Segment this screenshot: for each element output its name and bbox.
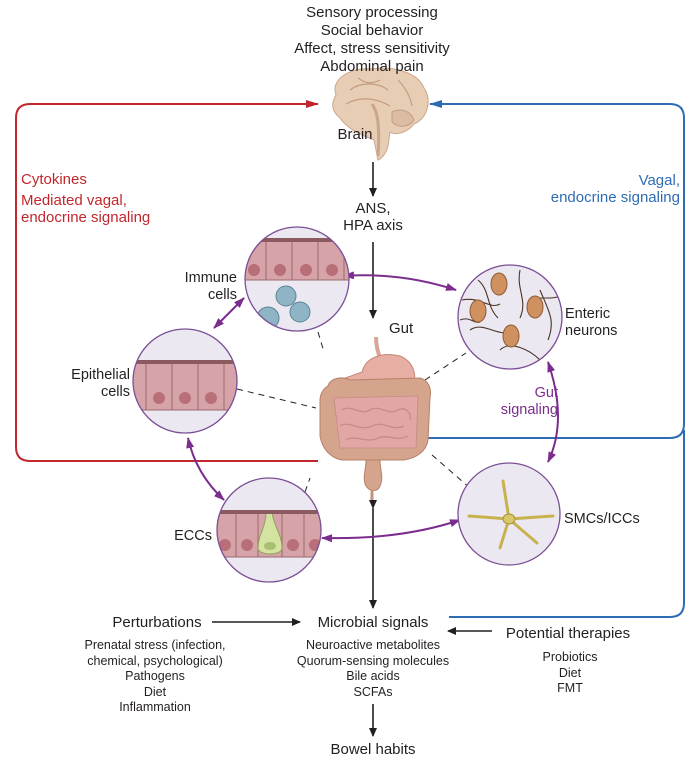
epithelial-ecc-arrow (186, 437, 225, 501)
enteric-neurons-label: Enteric neurons (565, 306, 618, 339)
perturbation-item: Prenatal stress (infection, (84, 638, 226, 652)
microbial-signal-item: Bile acids (346, 669, 400, 683)
ans-hpa-label: ANS, HPA axis (343, 200, 403, 234)
therapy-item: Probiotics (542, 650, 598, 664)
brain-label: Brain (337, 126, 373, 143)
mediated-vagal-label: Mediated vagal, endocrine signaling (21, 192, 151, 226)
microbial-signal-item: Neuroactive metabolites (305, 638, 441, 652)
perturbations-title: Perturbations (112, 614, 202, 631)
immune-cells-label: Immune cells (184, 270, 237, 303)
perturbation-item: chemical, psychological) (87, 653, 223, 668)
epithelial-cells-label: Epithelial cells (71, 367, 130, 400)
brain-function: Affect, stress sensitivity (294, 40, 450, 57)
gut-signaling-label: Gut signaling (500, 385, 558, 418)
bowel-habits-label: Bowel habits (330, 741, 416, 758)
vagal-endocrine-label: Vagal, endocrine signaling (550, 172, 680, 206)
perturbation-item: Pathogens (125, 669, 185, 683)
gut-label: Gut (389, 320, 414, 337)
cytokines-label: Cytokines (21, 171, 87, 188)
ecc-smc-arrow (321, 519, 461, 543)
perturbation-item: Diet (143, 684, 167, 699)
perturbation-item: Inflammation (119, 700, 191, 714)
dashed-connectors (236, 331, 471, 493)
microbial-signal-item: Quorum-sensing molecules (296, 653, 450, 668)
immune-cells-circle (244, 226, 350, 332)
therapies-list: Probiotics Diet FMT (543, 650, 598, 697)
immune-enteric-arrow (343, 271, 457, 291)
therapies-title: Potential therapies (505, 625, 631, 642)
purple-arrows (186, 271, 559, 543)
smcs-iccs-label: SMCs/ICCs (564, 511, 640, 527)
therapy-item: FMT (557, 681, 583, 695)
microbial-signal-item: SCFAs (353, 684, 393, 699)
microbial-signals-list: Neuroactive metabolites Quorum-sensing m… (297, 638, 449, 700)
blue-pathway-lower-line (449, 430, 685, 618)
microbial-signals-title: Microbial signals (317, 614, 429, 631)
red-pathway-line (15, 100, 319, 462)
epithelial-cells-circle (132, 328, 238, 434)
brain-functions: Sensory processing Social behavior Affec… (294, 4, 450, 76)
gut-illustration (319, 336, 431, 500)
enteric-neurons-circle (457, 264, 563, 370)
brain-function: Sensory processing (306, 4, 438, 21)
immune-epithelial-arrow (213, 297, 245, 329)
brain-function: Abdominal pain (320, 58, 424, 75)
brain-illustration (332, 67, 429, 161)
therapy-item: Diet (558, 665, 582, 680)
brain-function: Social behavior (320, 22, 424, 39)
perturbations-list: Prenatal stress (infection, chemical, ps… (84, 638, 225, 716)
smcs-iccs-circle (457, 462, 561, 566)
eccs-label: ECCs (174, 528, 212, 544)
enteric-smc-arrow (547, 361, 559, 463)
eccs-circle (216, 477, 322, 583)
blue-pathway-line (428, 100, 685, 439)
